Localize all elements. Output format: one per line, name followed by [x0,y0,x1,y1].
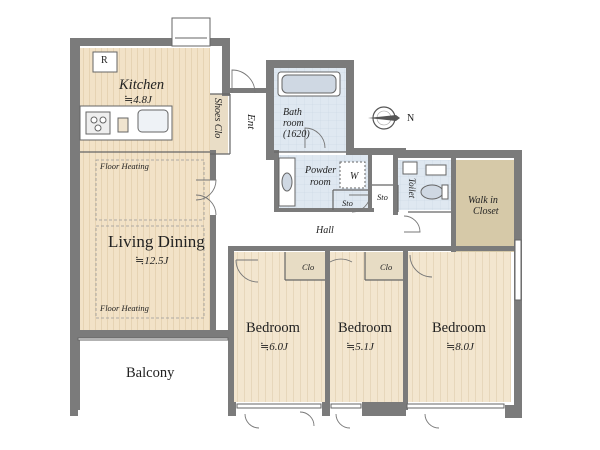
windows [77,17,522,409]
floor-heating-kitchen [95,159,205,221]
living-dining-area: ≒12.5J [135,255,169,267]
bedroom3-floor [407,252,511,402]
walkin-label-1: Walk in [468,195,498,206]
bath-label-1: Bath [283,107,302,118]
bedroom2-label: Bedroom [338,320,392,336]
balcony-label: Balcony [126,365,175,381]
storage-label-1: Sto [342,198,353,208]
bedroom1-label: Bedroom [246,320,300,336]
clo2-floor [365,252,403,280]
walls [70,38,522,418]
entrance-label: Ent [245,114,257,130]
bath-size: (1620) [283,129,310,140]
powder-label-1: Powder [305,165,337,176]
partitions [80,93,451,281]
powder-label-2: room [310,177,331,188]
bedroom3-area: ≒8.0J [446,341,474,353]
walkin-floor [456,160,514,252]
bathtub [277,71,341,97]
floor-heating-label-bottom: Floor Heating [100,303,149,313]
floor-heating-label-top: Floor Heating [100,161,149,171]
hall-label: Hall [316,225,334,236]
clo1-floor [285,252,325,280]
toilet-label: Toilet [407,178,417,199]
doors [195,69,440,429]
kitchen-label: Kitchen [119,77,165,93]
toilet-fixture [402,161,449,200]
kitchen-area: ≒4.8J [124,94,152,106]
fridge-label: R [101,55,108,66]
washbasin [278,157,366,207]
shoes-floor [210,94,228,154]
compass-north-label: N [407,113,415,124]
closet1-label: Clo [302,262,315,272]
closet2-label: Clo [380,262,393,272]
shoes-closet-label: Shoes Clo [212,98,223,139]
storage-label-2: Sto [377,192,388,202]
washer-label: W [350,171,359,182]
kitchen-counter [79,51,173,141]
compass-icon [368,106,400,130]
walkin-label-2: Closet [473,206,499,217]
bath-label-2: room [283,118,304,129]
kitchen-floor [80,48,210,330]
living-dining-label: Living Dining [108,232,205,251]
bedroom1-area: ≒6.0J [260,341,288,353]
bedroom2-area: ≒5.1J [346,341,374,353]
bedroom3-label: Bedroom [432,320,486,336]
